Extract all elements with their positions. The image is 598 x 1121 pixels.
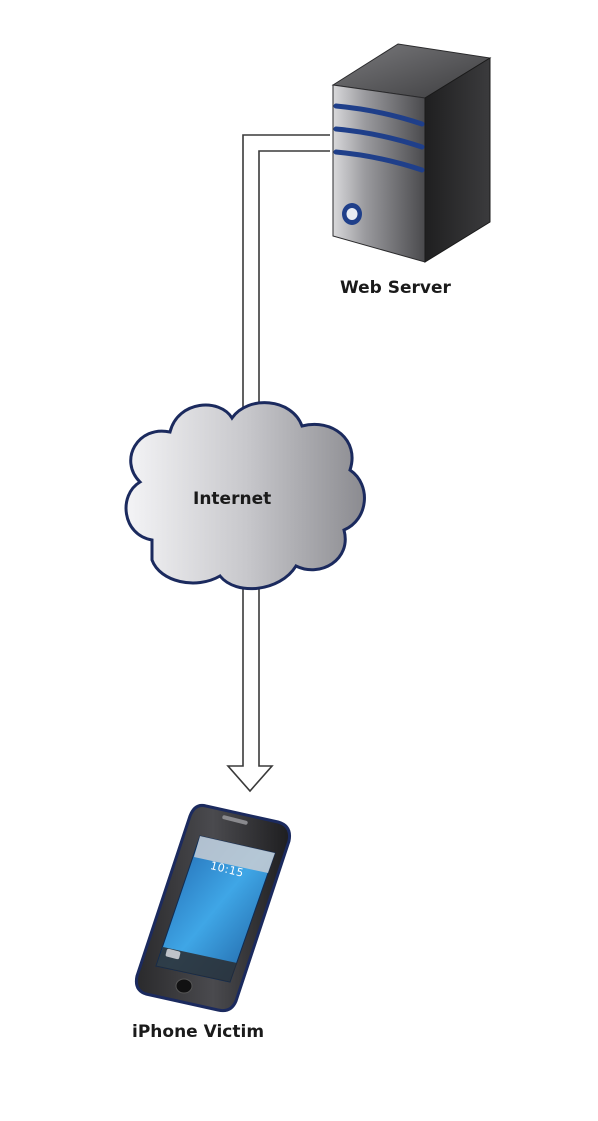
web-server-label: Web Server [340,278,451,298]
cloud-icon [124,401,366,591]
server-icon [331,43,492,263]
iphone-icon [134,804,291,1013]
iphone-victim-label: iPhone Victim [132,1022,265,1042]
internet-label: Internet [193,489,272,509]
server-internet-connector [242,134,330,420]
internet-iphone-arrow [226,588,274,793]
